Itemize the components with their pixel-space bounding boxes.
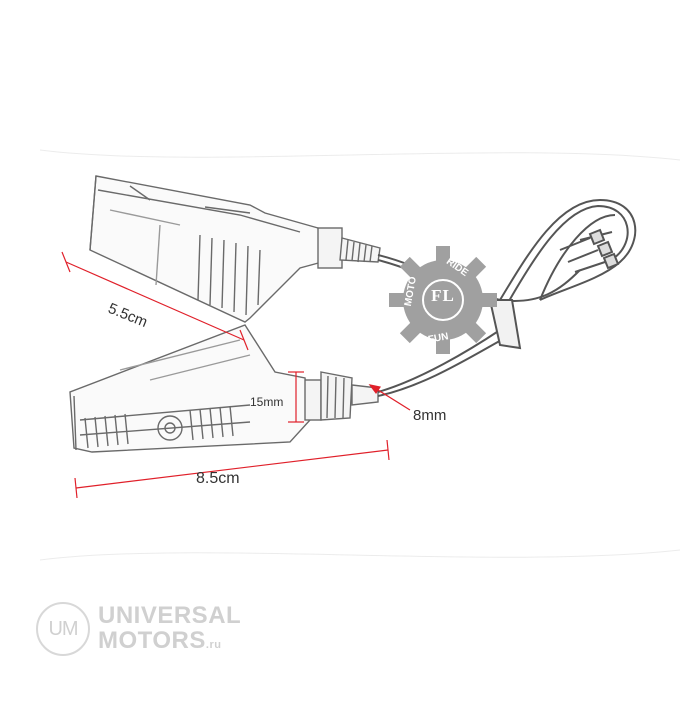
dimension-lines: [61, 251, 411, 499]
brand-watermark: UM UNIVERSAL MOTORS.ru: [36, 600, 266, 656]
dimension-label-8-5cm: 8.5cm: [196, 470, 240, 487]
brand-domain-suffix: .ru: [205, 639, 222, 651]
lower-indicator: [69, 324, 379, 453]
watermark-letters: FL: [431, 286, 455, 305]
brand-name-line2-text: MOTORS: [98, 627, 206, 654]
gear-icon: [389, 246, 497, 354]
upper-indicator: [89, 175, 381, 323]
wiring-harness: [377, 198, 637, 397]
dimension-label-15mm: 15mm: [250, 395, 284, 409]
background-shading: [39, 149, 681, 561]
dimension-line-8-5cm: [75, 449, 389, 489]
brand-name-line2: MOTORS.ru: [98, 627, 221, 655]
dimension-line-5-5cm: [65, 261, 245, 341]
dimension-label-8mm: 8mm: [413, 407, 447, 424]
brand-badge: UM: [36, 602, 90, 656]
brand-name-line1: UNIVERSAL: [98, 602, 242, 629]
